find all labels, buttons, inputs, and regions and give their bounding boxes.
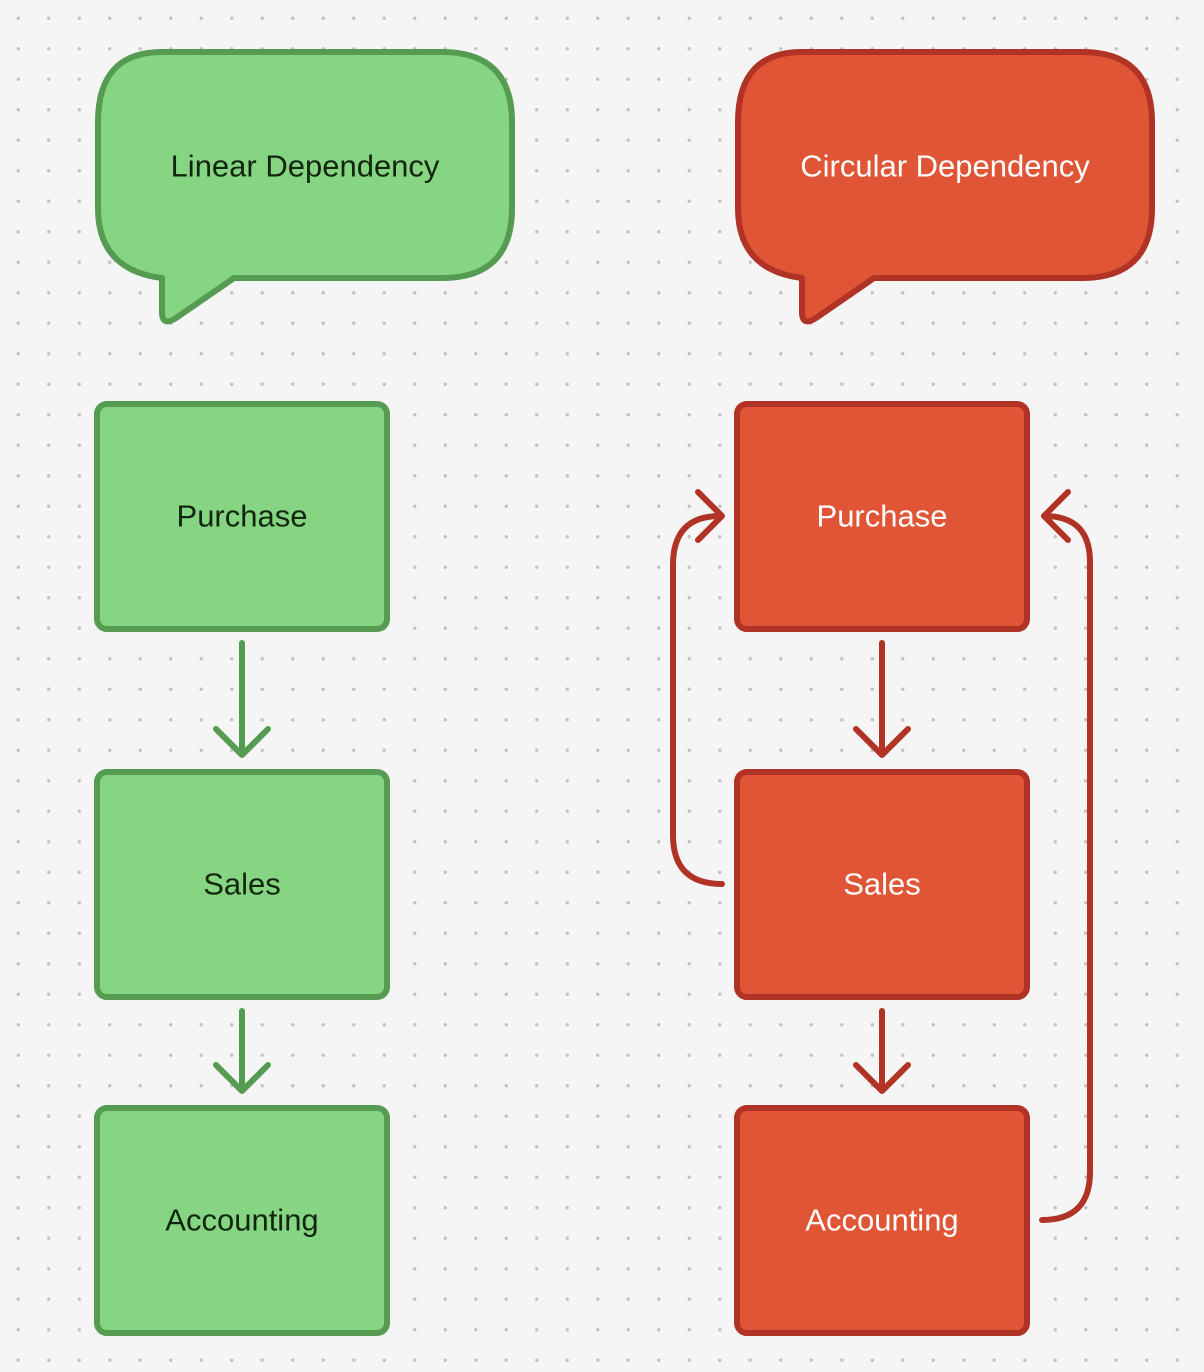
circular-node-purchase[interactable]: Purchase <box>734 401 1030 632</box>
linear-arrow-sales-to-accounting <box>213 1008 271 1094</box>
circular-title-bubble: Circular Dependency <box>735 49 1155 325</box>
linear-node-accounting-label: Accounting <box>165 1203 318 1238</box>
linear-node-sales-label: Sales <box>203 867 281 902</box>
circular-arrow-sales-to-purchase <box>670 489 725 887</box>
circular-arrow-accounting-to-purchase <box>1039 489 1093 1223</box>
linear-title: Linear Dependency <box>171 149 440 184</box>
circular-arrow-sales-to-accounting <box>853 1008 911 1094</box>
circular-node-accounting[interactable]: Accounting <box>734 1105 1030 1336</box>
circular-node-purchase-label: Purchase <box>817 499 948 534</box>
linear-arrow-purchase-to-sales <box>213 640 271 758</box>
linear-node-purchase[interactable]: Purchase <box>94 401 390 632</box>
linear-title-bubble: Linear Dependency <box>95 49 515 325</box>
linear-node-purchase-label: Purchase <box>177 499 308 534</box>
linear-node-sales[interactable]: Sales <box>94 769 390 1000</box>
circular-node-sales-label: Sales <box>843 867 921 902</box>
linear-speech-bubble-shape <box>95 49 515 325</box>
circular-dependency-group: Circular Dependency Purchase Sales Accou… <box>670 49 1155 1336</box>
linear-dependency-group: Linear Dependency Purchase Sales Account… <box>94 49 515 1336</box>
circular-arrow-purchase-to-sales <box>853 640 911 758</box>
circular-node-sales[interactable]: Sales <box>734 769 1030 1000</box>
circular-node-accounting-label: Accounting <box>805 1203 958 1238</box>
circular-speech-bubble-shape <box>735 49 1155 325</box>
linear-node-accounting[interactable]: Accounting <box>94 1105 390 1336</box>
circular-title: Circular Dependency <box>800 149 1090 184</box>
